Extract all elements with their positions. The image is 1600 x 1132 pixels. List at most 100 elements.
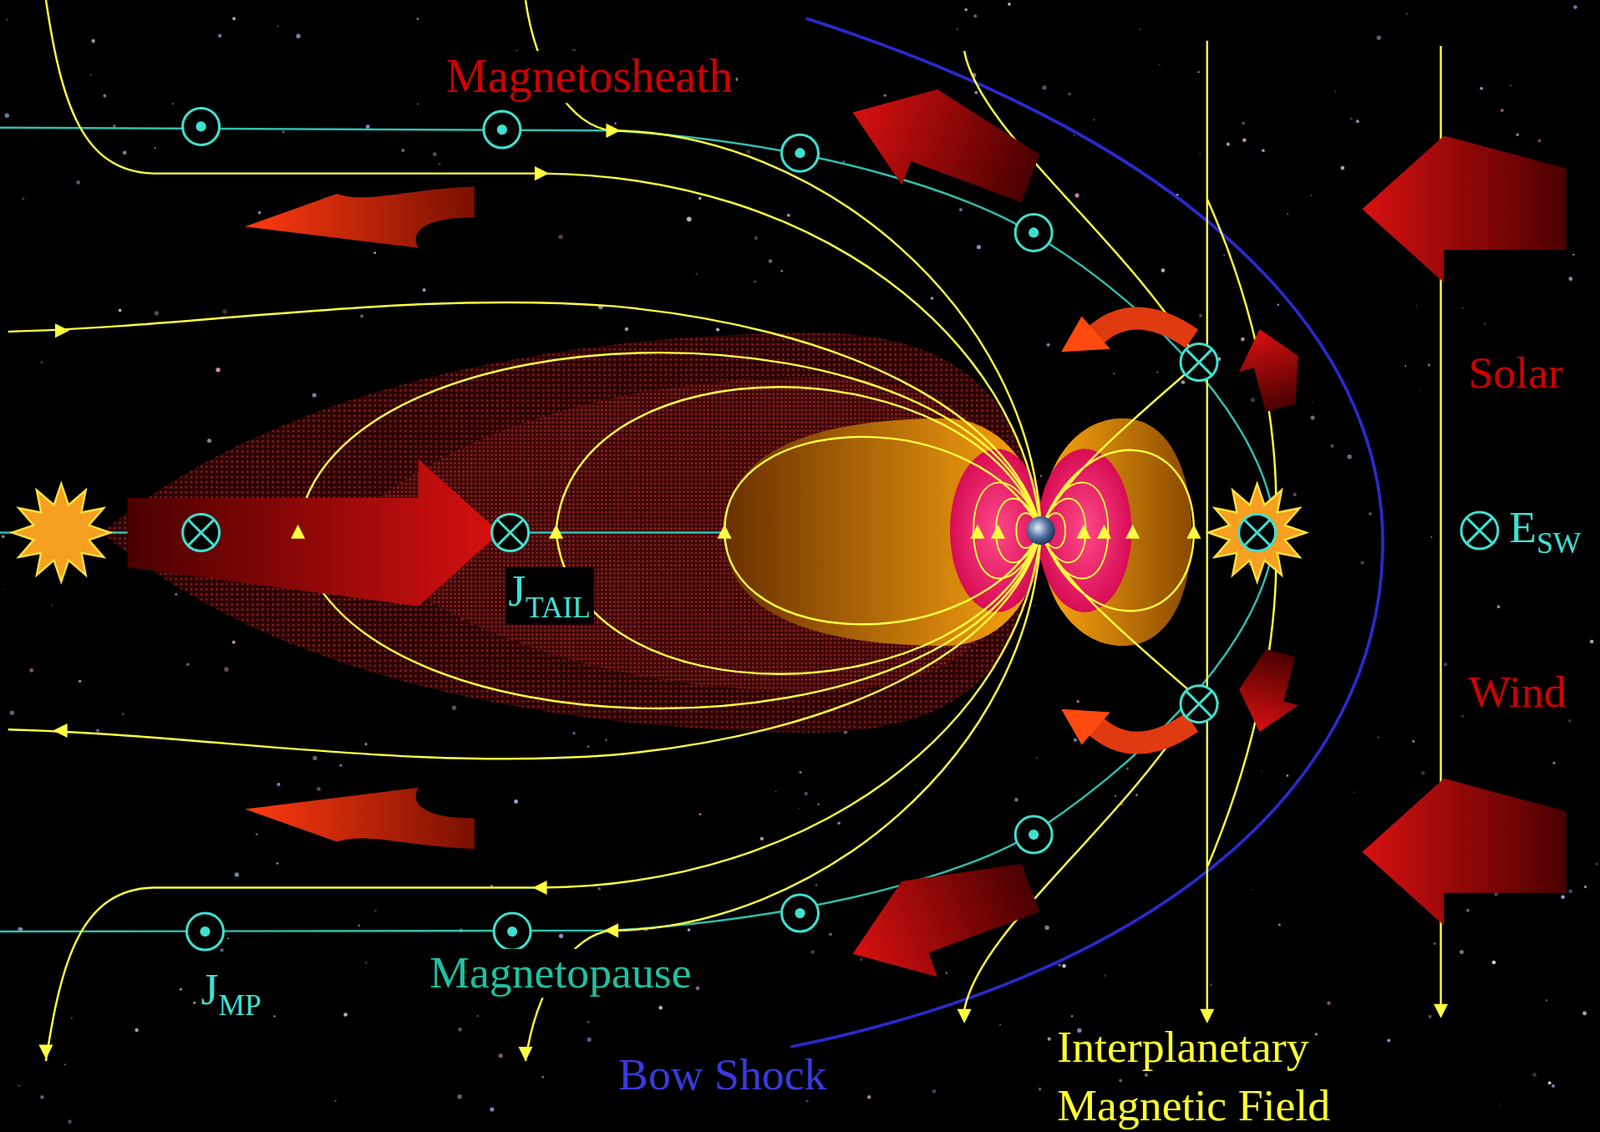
star-dot: [437, 162, 441, 166]
star-dot: [698, 197, 701, 200]
star-dot: [71, 1017, 73, 1020]
field-arrowhead: [1433, 1004, 1448, 1019]
reconnection-sites: [12, 483, 1307, 582]
star-dot: [234, 872, 239, 877]
star-dot: [815, 883, 818, 887]
field-arrowhead: [290, 524, 305, 539]
label-text: Wind: [1465, 668, 1570, 718]
sheath-flow-arrow: [834, 64, 1048, 227]
star-dot: [959, 208, 963, 212]
star-dot: [219, 948, 224, 953]
star-dot: [1209, 983, 1213, 986]
star-dot: [572, 731, 575, 735]
star-dot: [1340, 166, 1345, 171]
star-dot: [232, 640, 236, 645]
star-dot: [102, 94, 107, 98]
star-dot: [312, 756, 317, 761]
star-dot: [360, 314, 364, 318]
star-dot: [658, 1005, 662, 1010]
star-dot: [1197, 71, 1199, 73]
star-dot: [1250, 397, 1255, 402]
star-dot: [5, 18, 8, 21]
star-dot: [1041, 85, 1047, 90]
star-dot: [768, 259, 773, 264]
star-dot: [1061, 964, 1066, 968]
star-dot: [1538, 139, 1542, 143]
star-dot: [29, 668, 34, 673]
field-arrowhead: [53, 723, 68, 738]
star-dot: [258, 211, 262, 215]
star-dot: [1479, 86, 1484, 91]
field-arrowhead: [970, 524, 985, 539]
star-dot: [1242, 121, 1245, 125]
sheath-flow-arrow: [834, 839, 1048, 1002]
star-dot: [1198, 314, 1203, 318]
label-text: JTAIL: [505, 567, 595, 625]
star-dot: [775, 791, 777, 793]
star-dot: [1126, 766, 1129, 770]
star-dot: [1261, 148, 1265, 153]
star-dot: [122, 150, 127, 155]
star-dot: [1310, 416, 1316, 421]
star-dot: [1461, 715, 1464, 718]
star-dot: [1404, 365, 1407, 367]
field-arrowhead: [1076, 524, 1091, 539]
star-dot: [1459, 949, 1464, 955]
star-dot: [614, 121, 617, 125]
star-dot: [687, 928, 691, 932]
label-text: Magnetopause: [426, 949, 696, 999]
field-arrowhead: [1125, 524, 1140, 539]
star-dot: [1076, 700, 1080, 703]
star-dot: [118, 309, 122, 312]
star-dot: [193, 1001, 196, 1005]
field-arrowhead: [605, 123, 620, 138]
star-dot: [1552, 761, 1555, 765]
cusp-flow-arrowhead: [1061, 316, 1111, 353]
star-dot: [416, 17, 420, 21]
star-dot: [883, 94, 887, 97]
star-dot: [1040, 474, 1042, 477]
star-dot: [1589, 640, 1594, 644]
star-dot: [817, 803, 820, 807]
star-dot: [760, 837, 764, 841]
field-arrowhead: [1199, 1009, 1214, 1024]
star-dot: [401, 148, 405, 153]
star-dot: [1572, 253, 1575, 256]
star-dot: [1251, 888, 1253, 890]
field-line: [964, 50, 1199, 529]
star-dot: [477, 1015, 479, 1017]
star-dot: [5, 113, 11, 119]
field-arrowhead: [604, 923, 619, 938]
star-dot: [357, 924, 361, 927]
cusp-flow-arrow: [1092, 318, 1193, 339]
star-dot: [277, 25, 279, 27]
star-dot: [255, 833, 259, 836]
star-dot: [837, 821, 841, 825]
star-dot: [1443, 662, 1448, 666]
star-dot: [364, 742, 367, 746]
subscript: MP: [218, 988, 262, 1021]
current-out-symbol: [782, 894, 819, 932]
star-dot: [422, 288, 427, 292]
star-dot: [1046, 343, 1051, 347]
star-dot: [1156, 371, 1159, 374]
star-dot: [1038, 1087, 1042, 1092]
star-dot: [1462, 306, 1464, 309]
imf-line: [1206, 40, 1209, 1016]
current-out-symbol: [182, 107, 220, 145]
field-line: [724, 436, 1042, 625]
star-dot: [186, 662, 190, 666]
star-dot: [339, 764, 342, 767]
star-dot: [932, 1089, 937, 1094]
star-dot: [1135, 793, 1138, 797]
star-dot: [558, 234, 563, 239]
field-arrowhead: [957, 1009, 972, 1024]
star-dot: [1310, 194, 1313, 197]
star-dot: [227, 937, 229, 940]
star-dot: [604, 739, 607, 742]
star-dot: [498, 1053, 503, 1058]
star-dot: [1198, 152, 1201, 154]
star-dot: [1315, 1032, 1318, 1036]
star-dot: [316, 787, 321, 792]
